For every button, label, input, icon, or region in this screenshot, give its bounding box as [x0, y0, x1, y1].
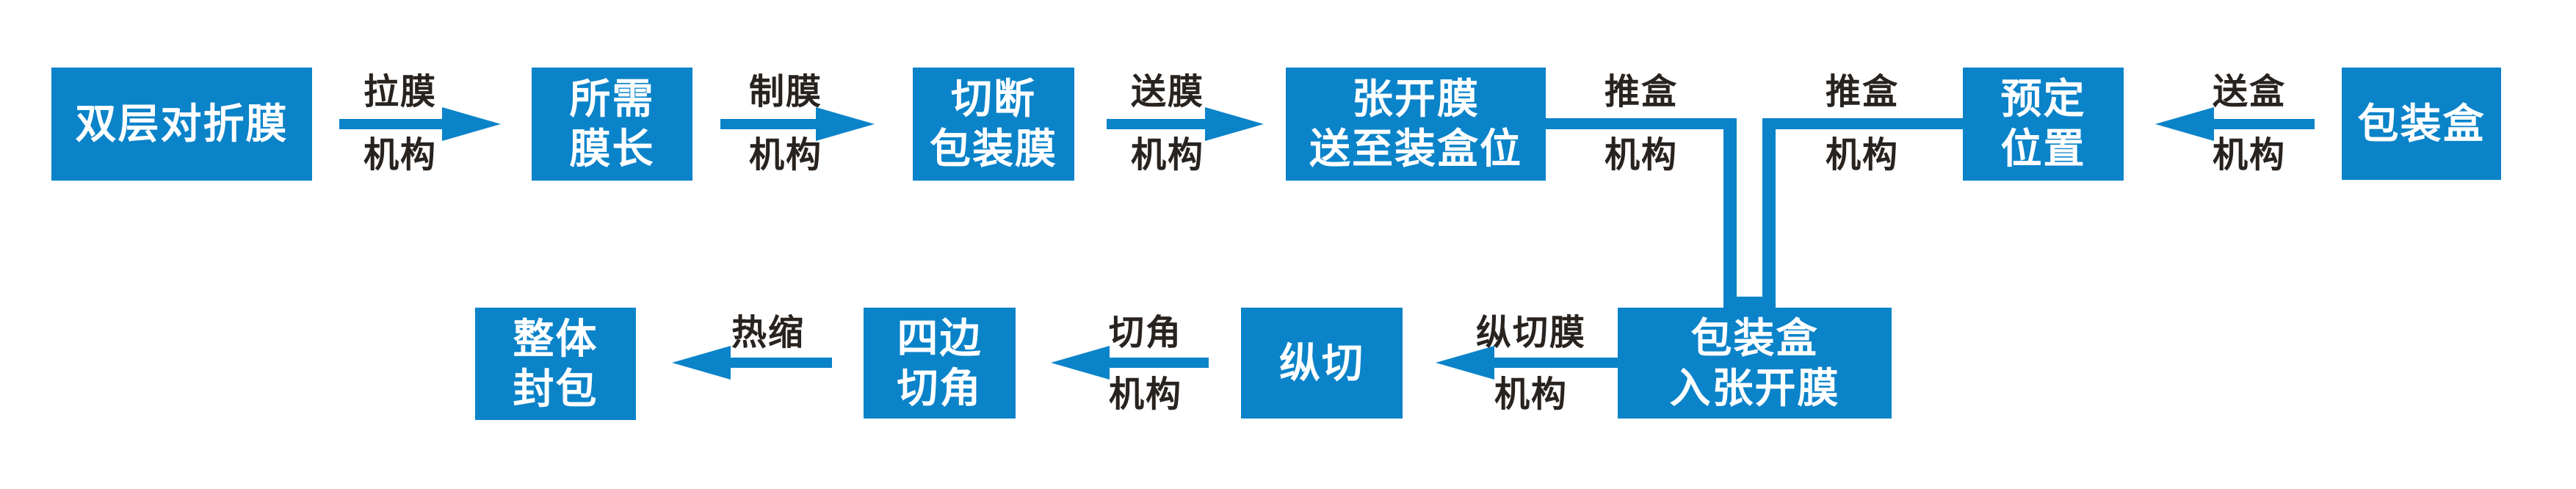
node-label-line1: 整体	[513, 315, 598, 362]
node-open-film-to-boxing-position: 张开膜 送至装盒位	[1286, 68, 1546, 181]
node-label-line1: 张开膜	[1352, 76, 1480, 122]
node-label: 双层对折膜	[75, 101, 289, 147]
edge-label-top: 纵切膜	[1475, 314, 1586, 352]
node-label-line1: 包装盒	[1690, 314, 1819, 361]
node-box-enters-opened-film: 包装盒 入张开膜	[1618, 308, 1892, 419]
node-overall-sealing: 整体 封包	[475, 308, 636, 420]
node-predetermined-position: 预定 位置	[1963, 68, 2124, 181]
node-label-line2: 送至装盒位	[1309, 126, 1522, 172]
edge-label-bottom: 机构	[363, 136, 437, 175]
node-label-line1: 预定	[2000, 76, 2086, 122]
edge-label-top: 拉膜	[363, 73, 437, 112]
arrow-shaft	[2210, 119, 2315, 129]
node-label-line2: 入张开膜	[1669, 364, 1840, 411]
arrowhead-left-icon	[1436, 346, 1494, 380]
connector-merge-segment	[1723, 297, 1776, 308]
arrowhead-right-icon	[816, 107, 875, 141]
edge-label-top: 推盒	[1604, 73, 1678, 112]
connector-vertical-segment	[1762, 118, 1776, 297]
node-label-line2: 切角	[897, 364, 983, 411]
arrowhead-left-icon	[1051, 346, 1110, 380]
edge-label-bottom: 机构	[1604, 136, 1678, 175]
arrow-shaft	[1106, 358, 1209, 368]
node-label-line2: 封包	[513, 365, 598, 412]
connector-vertical-segment	[1723, 118, 1737, 308]
node-label-line2: 包装膜	[930, 126, 1057, 172]
node-packaging-box: 包装盒	[2342, 68, 2501, 180]
arrowhead-right-icon	[442, 107, 501, 141]
edge-label-bottom: 机构	[2212, 136, 2286, 175]
edge-label-bottom: 机构	[1825, 136, 1899, 175]
node-label-line1: 四边	[897, 314, 983, 361]
node-label-line1: 所需	[569, 76, 655, 122]
node-label-line2: 位置	[2000, 126, 2086, 172]
arrow-shaft	[1491, 358, 1618, 368]
edge-label-bottom: 机构	[1130, 136, 1204, 175]
node-label: 纵切	[1279, 339, 1364, 386]
node-label-line2: 膜长	[569, 126, 655, 172]
node-required-film-length: 所需 膜长	[532, 68, 692, 181]
arrowhead-left-icon	[672, 346, 731, 380]
node-four-side-corner-cut: 四边 切角	[864, 308, 1016, 419]
node-label-line1: 切断	[951, 76, 1036, 122]
edge-label-top: 推盒	[1825, 73, 1899, 112]
arrowhead-left-icon	[2155, 107, 2214, 141]
node-label: 包装盒	[2357, 100, 2486, 147]
arrow-shaft	[727, 358, 832, 368]
arrowhead-right-icon	[1205, 107, 1264, 141]
connector-horizontal-segment	[1546, 118, 1737, 129]
node-longitudinal-cut: 纵切	[1241, 308, 1403, 419]
node-cut-packaging-film: 切断 包装膜	[913, 68, 1074, 181]
edge-label-top: 送盒	[2212, 73, 2286, 112]
edge-label-bottom: 机构	[1494, 375, 1568, 414]
edge-label-top: 热缩	[731, 314, 805, 352]
edge-label-top: 送膜	[1130, 73, 1204, 112]
arrow-shaft	[720, 119, 820, 129]
node-double-layer-folded-film: 双层对折膜	[51, 68, 312, 181]
connector-horizontal-segment	[1762, 118, 1963, 129]
edge-label-bottom: 机构	[748, 136, 822, 175]
edge-label-top: 切角	[1108, 314, 1182, 352]
arrow-shaft	[339, 119, 446, 129]
edge-label-top: 制膜	[748, 73, 822, 112]
edge-label-bottom: 机构	[1108, 375, 1182, 414]
arrow-shaft	[1107, 119, 1209, 129]
